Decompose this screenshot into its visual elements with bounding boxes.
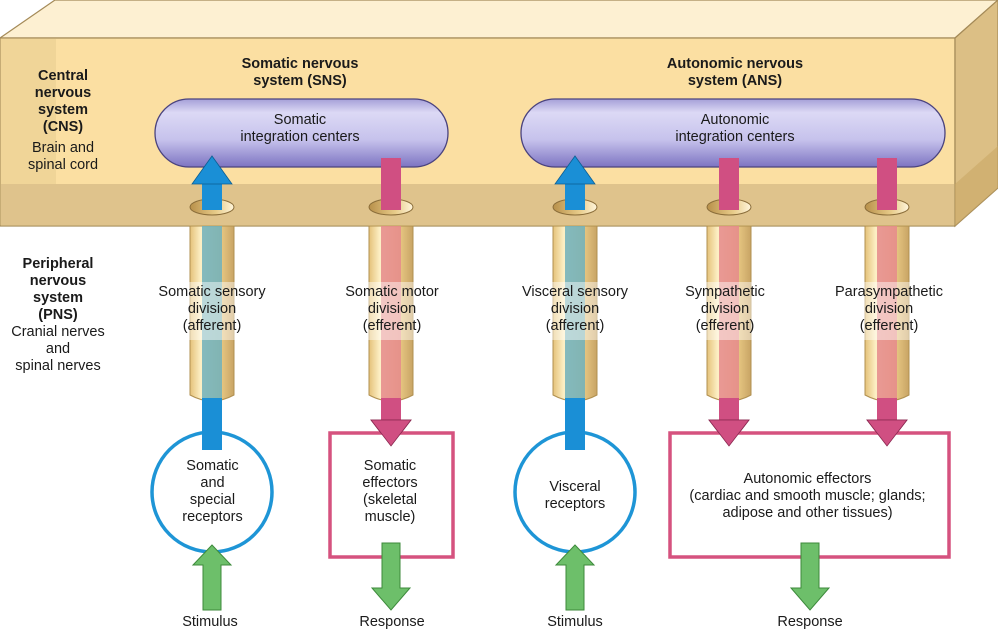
cns-title: Central nervous system (CNS): [34, 68, 92, 135]
cns-box-side-bottom: [955, 146, 998, 226]
sns-title: Somatic nervous system (SNS): [241, 56, 359, 89]
pns-title: Peripheral nervous system (PNS): [22, 256, 94, 323]
pns-subtitle: Cranial nerves and spinal nerves: [11, 324, 105, 374]
afferent-fiber-top: [565, 182, 585, 210]
efferent-fiber: [381, 398, 401, 422]
cns-box-bottom-band: [1, 184, 954, 225]
nerve-visceral-sensory: [551, 155, 599, 448]
label-halo: [367, 282, 415, 340]
nerve-fiber: [877, 226, 897, 398]
arrow-down-icon: [708, 419, 750, 447]
nerve-fiber: [202, 226, 222, 398]
somatic-effectors-label: Somatic effectors (skeletal muscle): [362, 458, 418, 525]
autonomic-effectors-box: [668, 431, 951, 559]
ans-title: Autonomic nervous system (ANS): [666, 56, 804, 89]
stimulus-label-visceral: Stimulus: [547, 614, 603, 630]
division-label-somatic-motor: Somatic motor division (efferent): [345, 284, 439, 334]
nerve-fiber: [565, 226, 585, 398]
nerve-fiber: [381, 226, 401, 398]
response-arrow-icon: [370, 542, 412, 611]
cns-box: [0, 0, 998, 228]
division-label-visceral-sensory: Visceral sensory division (afferent): [521, 284, 629, 334]
visceral-receptors-label: Visceral receptors: [544, 479, 606, 512]
division-label-somatic-sensory: Somatic sensory division (afferent): [158, 284, 266, 334]
division-label-parasympathetic: Parasympathetic division (efferent): [835, 284, 943, 334]
stimulus-arrow-icon: [191, 544, 233, 611]
arrow-down-icon: [370, 419, 412, 447]
efferent-fiber-top: [381, 158, 401, 210]
cns-box-top: [0, 0, 998, 39]
stimulus-label-somatic: Stimulus: [182, 614, 238, 630]
sns-center-label: Somatic integration centers: [240, 112, 360, 145]
nerve-fiber: [719, 226, 739, 398]
response-label-autonomic: Response: [777, 614, 843, 630]
stimulus-arrow-icon: [554, 544, 596, 611]
afferent-fiber-end: [565, 420, 585, 450]
efferent-fiber: [719, 398, 739, 422]
somatic-receptors-label: Somatic and special receptors: [182, 458, 243, 525]
nerve-somatic-motor: [367, 158, 415, 447]
label-halo: [705, 282, 753, 340]
somatic-integration-center: [154, 98, 449, 168]
response-label-somatic: Response: [359, 614, 425, 630]
arrow-down-icon: [866, 419, 908, 447]
efferent-fiber-top: [877, 158, 897, 210]
response-arrow-icon: [789, 542, 831, 611]
division-label-sympathetic: Sympathetic division (efferent): [685, 284, 765, 334]
label-halo: [863, 282, 911, 340]
afferent-fiber-top: [202, 182, 222, 210]
cns-subtitle: Brain and spinal cord: [27, 140, 99, 173]
efferent-fiber-top: [719, 158, 739, 210]
label-halo: [188, 282, 236, 340]
label-halo: [551, 282, 599, 340]
arrow-up-icon: [554, 155, 596, 185]
arrow-up-icon: [191, 155, 233, 185]
nerve-somatic-sensory: [188, 155, 236, 448]
efferent-fiber: [877, 398, 897, 422]
afferent-fiber-end: [202, 420, 222, 450]
autonomic-effectors-label: Autonomic effectors (cardiac and smooth …: [689, 471, 926, 521]
ans-center-label: Autonomic integration centers: [675, 112, 795, 145]
